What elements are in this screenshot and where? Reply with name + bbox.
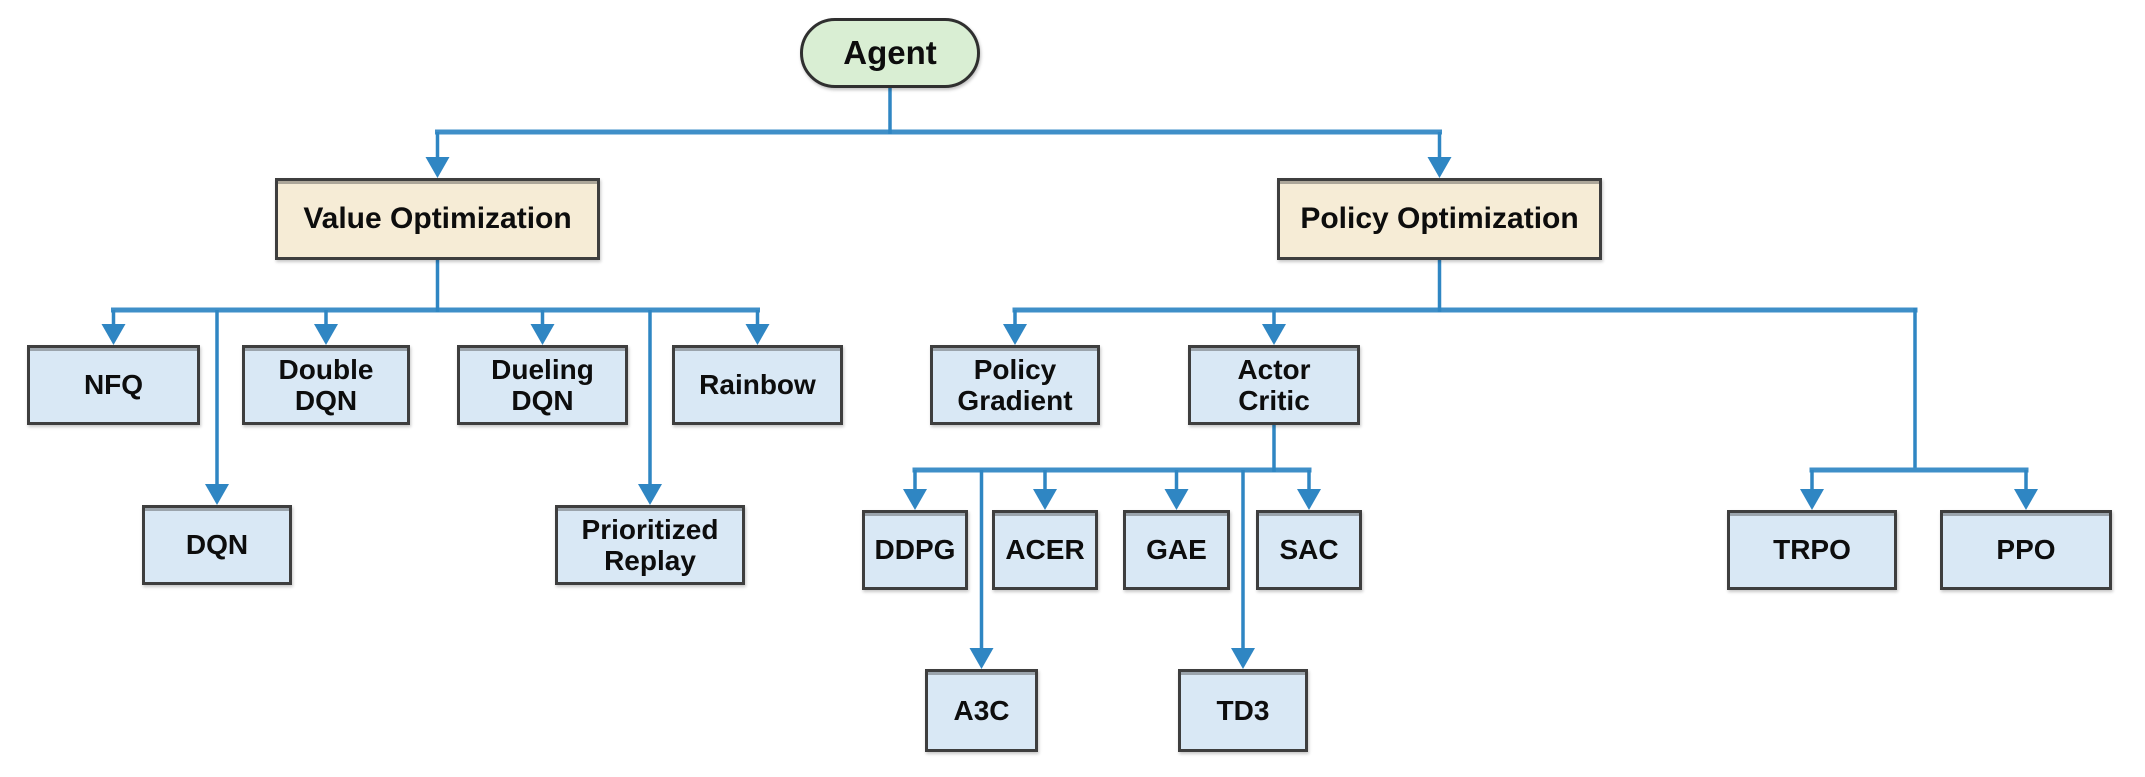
node-nfq-label: NFQ	[83, 369, 144, 401]
node-trpo-label: TRPO	[1773, 534, 1851, 566]
node-ppo-label: PPO	[1996, 534, 2056, 566]
node-ddpg-label: DDPG	[874, 534, 956, 566]
node-actor-critic-label: Actor Critic	[1237, 353, 1311, 416]
node-policy-gradient: Policy Gradient	[930, 345, 1100, 425]
node-td3: TD3	[1178, 669, 1308, 752]
node-agent: Agent	[800, 18, 980, 88]
node-prioritized-replay-label: Prioritized Replay	[581, 513, 719, 576]
node-agent-label: Agent	[843, 34, 937, 71]
node-gae-label: GAE	[1146, 534, 1207, 566]
edge-group-actor-critic	[903, 425, 1321, 669]
edge-group-agent	[425, 88, 1452, 178]
node-policy-optimization: Policy Optimization	[1277, 178, 1602, 260]
node-policy-optimization-label: Policy Optimization	[1300, 202, 1579, 235]
node-a3c: A3C	[925, 669, 1038, 752]
node-acer: ACER	[992, 510, 1098, 590]
node-rainbow: Rainbow	[672, 345, 843, 425]
node-rainbow-label: Rainbow	[699, 369, 816, 401]
node-prioritized-replay: Prioritized Replay	[555, 505, 745, 585]
node-dueling-dqn: Dueling DQN	[457, 345, 628, 425]
node-ddpg: DDPG	[862, 510, 968, 590]
node-acer-label: ACER	[1005, 534, 1085, 566]
node-dqn-label: DQN	[185, 529, 249, 561]
node-td3-label: TD3	[1216, 694, 1270, 726]
node-a3c-label: A3C	[953, 694, 1010, 726]
node-value-optimization: Value Optimization	[275, 178, 600, 260]
edge-group-value-optimization	[101, 260, 770, 505]
node-sac-label: SAC	[1279, 534, 1339, 566]
node-trpo: TRPO	[1727, 510, 1897, 590]
node-policy-gradient-label: Policy Gradient	[957, 353, 1073, 416]
node-dqn: DQN	[142, 505, 292, 585]
edge-group-policy-optimization	[1003, 260, 2038, 510]
node-value-optimization-label: Value Optimization	[303, 202, 572, 235]
node-sac: SAC	[1256, 510, 1362, 590]
node-double-dqn-label: Double DQN	[278, 353, 374, 416]
node-double-dqn: Double DQN	[242, 345, 410, 425]
node-nfq: NFQ	[27, 345, 200, 425]
node-gae: GAE	[1123, 510, 1230, 590]
node-ppo: PPO	[1940, 510, 2112, 590]
node-actor-critic: Actor Critic	[1188, 345, 1360, 425]
node-dueling-dqn-label: Dueling DQN	[491, 353, 594, 416]
